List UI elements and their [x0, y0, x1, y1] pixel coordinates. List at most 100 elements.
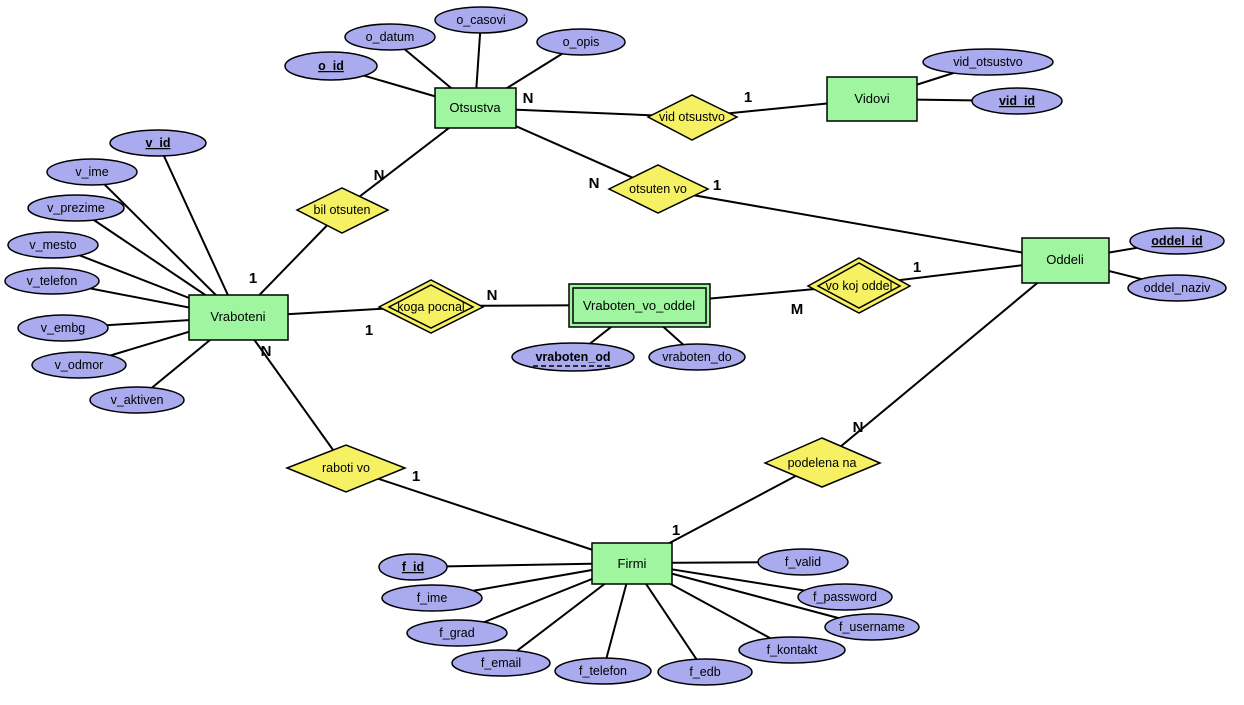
attribute-vid-id	[971, 87, 1063, 115]
relationship-vo-koj-oddel	[806, 257, 912, 314]
attribute-v-prezime	[27, 194, 125, 222]
attribute-v-aktiven-label: v_aktiven	[111, 393, 164, 407]
relationship-vo-koj-oddel-label: vo koj oddel	[826, 279, 893, 293]
cardinality-vid-otsustvo-vidovi: 1	[744, 89, 752, 106]
attribute-f-grad-label: f_grad	[439, 626, 474, 640]
attribute-f-kontakt-label: f_kontakt	[767, 643, 818, 657]
attribute-f-edb-label: f_edb	[689, 665, 720, 679]
cardinality-bil-otsuten-otsustva: N	[374, 167, 385, 184]
edge-raboti-vo-firmi	[345, 467, 633, 564]
relationship-bil-otsuten-label: bil otsuten	[314, 203, 371, 217]
attribute-vraboten-od	[511, 342, 635, 372]
attribute-o-id-label: o_id	[318, 59, 344, 73]
attribute-o-casovi-label: o_casovi	[456, 13, 505, 27]
attribute-v-telefon	[4, 267, 100, 295]
attribute-f-valid-label: f_valid	[785, 555, 821, 569]
edge-otsuten-vo-oddeli	[657, 188, 1066, 261]
attribute-vraboten-do	[648, 343, 746, 371]
cardinality-firmi-podelena-na: 1	[672, 522, 680, 539]
attribute-v-aktiven	[89, 386, 185, 414]
attribute-f-valid	[757, 548, 849, 576]
attribute-o-datum	[344, 23, 436, 51]
attribute-vraboten-od-label: vraboten_od	[535, 350, 610, 364]
attribute-f-kontakt	[738, 636, 846, 664]
cardinality-vo-koj-oddel-oddeli: 1	[913, 259, 921, 276]
attribute-o-casovi	[434, 6, 528, 34]
relationship-raboti-vo	[284, 444, 408, 493]
entity-vraboteni-label: Vraboteni	[210, 309, 265, 324]
entity-firmi-label: Firmi	[618, 556, 647, 571]
attribute-v-mesto	[7, 231, 99, 259]
cardinality-koga-pocnal-vvo: N	[487, 287, 498, 304]
attribute-v-id-label: v_id	[145, 136, 170, 150]
attribute-oddel-naziv-label: oddel_naziv	[1144, 281, 1211, 295]
relationship-koga-pocnal	[377, 279, 485, 334]
relationship-koga-pocnal-label: koga pocnal	[397, 300, 464, 314]
attribute-f-edb	[657, 658, 753, 686]
attribute-oddel-id-label: oddel_id	[1151, 234, 1202, 248]
edge-vraboteni-raboti-vo	[237, 316, 347, 469]
entity-vraboten-vo-oddel-label: Vraboten_vo_oddel	[583, 298, 695, 313]
attribute-v-odmor	[31, 351, 127, 379]
edge-v-ime-vraboteni	[91, 171, 239, 318]
relationship-podelena-na-label: podelena na	[788, 456, 857, 470]
attribute-f-password-label: f_password	[813, 590, 877, 604]
attribute-vid-otsustvo	[922, 48, 1054, 76]
entity-oddeli-label: Oddeli	[1046, 252, 1084, 267]
relationship-vo-koj-oddel-inner-border	[816, 262, 902, 309]
entity-otsustva	[434, 87, 517, 129]
relationship-vid-otsustvo-label: vid otsustvo	[659, 110, 725, 124]
attribute-o-opis	[536, 28, 626, 56]
attribute-f-telefon-label: f_telefon	[579, 664, 627, 678]
relationship-bil-otsuten	[295, 187, 390, 234]
attribute-vid-otsustvo-label: vid_otsustvo	[953, 55, 1023, 69]
attribute-f-id	[378, 553, 448, 581]
cardinality-raboti-vo-firmi: 1	[412, 468, 420, 485]
cardinality-labels: N 1 N 1 N 1 1 N M 1 N 1 1 N	[249, 89, 921, 539]
attribute-f-email	[451, 649, 551, 677]
attribute-v-prezime-label: v_prezime	[47, 201, 105, 215]
attribute-v-id	[109, 129, 207, 157]
entity-vraboteni	[188, 294, 289, 341]
attribute-v-ime	[46, 158, 138, 186]
attribute-oddel-id	[1129, 227, 1225, 255]
attribute-v-mesto-label: v_mesto	[29, 238, 76, 252]
cardinality-otsustva-otsuten-vo: N	[589, 175, 600, 192]
cardinality-vraboteni-koga-pocnal: 1	[365, 322, 373, 339]
entity-vidovi-label: Vidovi	[854, 91, 889, 106]
edge-v-id-vraboteni	[157, 142, 239, 318]
entity-vidovi	[826, 76, 918, 122]
attribute-f-ime-label: f_ime	[417, 591, 448, 605]
attribute-f-ime	[381, 584, 483, 612]
attribute-v-ime-label: v_ime	[75, 165, 108, 179]
labels: Otsustva Vidovi Vraboteni Vraboten_vo_od…	[27, 13, 1211, 679]
entity-vraboten-vo-oddel-inner-border	[572, 287, 707, 324]
attribute-f-grad	[406, 619, 508, 647]
cardinality-otsustva-vid-otsustvo: N	[523, 90, 534, 107]
attribute-vraboten-do-label: vraboten_do	[662, 350, 732, 364]
relationship-vid-otsustvo	[646, 94, 739, 141]
cardinality-vraboteni-raboti-vo: N	[261, 343, 272, 360]
cardinality-vraboteni-bil-otsuten: 1	[249, 270, 257, 287]
attribute-f-password	[797, 583, 893, 611]
relationship-shapes	[284, 94, 912, 493]
attribute-f-username-label: f_username	[839, 620, 905, 634]
attribute-f-id-label: f_id	[402, 560, 424, 574]
relationship-raboti-vo-label: raboti vo	[322, 461, 370, 475]
entity-firmi	[591, 542, 673, 585]
attribute-f-username	[824, 613, 920, 641]
attribute-oddel-naziv	[1127, 274, 1227, 302]
cardinality-podelena-na-oddeli: N	[853, 419, 864, 436]
attribute-v-embg-label: v_embg	[41, 321, 86, 335]
attribute-f-telefon	[554, 657, 652, 685]
attribute-o-id	[284, 51, 378, 81]
attribute-o-opis-label: o_opis	[563, 35, 600, 49]
entity-oddeli	[1021, 237, 1110, 284]
cardinality-vvo-vo-koj-oddel: M	[791, 301, 804, 318]
attribute-f-email-label: f_email	[481, 656, 521, 670]
edge-podelena-na-oddeli	[821, 259, 1066, 463]
attribute-o-datum-label: o_datum	[366, 30, 415, 44]
attribute-v-embg	[17, 314, 109, 342]
relationship-otsuten-vo	[607, 164, 710, 214]
